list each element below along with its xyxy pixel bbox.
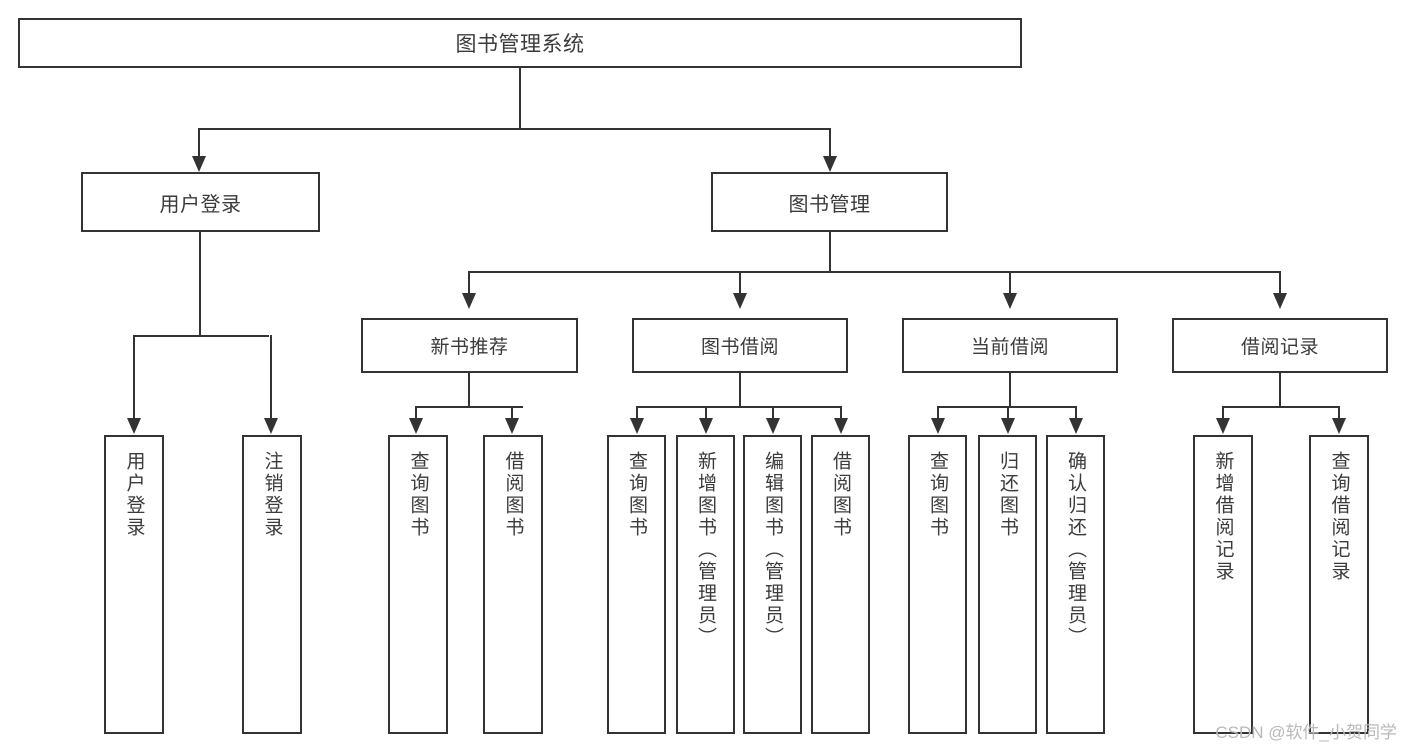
leaf-label: 确认归还（管理员）: [1065, 451, 1086, 649]
connector-bb-to-leaf-4: [840, 406, 842, 420]
leaf-borrow-record-1[interactable]: 新增借阅记录: [1193, 435, 1253, 734]
connector-br-to-leaf-2: [1338, 406, 1340, 420]
leaf-book-borrow-2[interactable]: 新增图书（管理员）: [676, 435, 735, 734]
connector-bm-to-lvl3-2: [739, 271, 741, 295]
leaf-book-borrow-3[interactable]: 编辑图书（管理员）: [743, 435, 802, 734]
arrow-cb-to-leaf-2: [1001, 418, 1015, 434]
node-new-book-recommend[interactable]: 新书推荐: [361, 318, 578, 373]
connector-bb-bar: [636, 406, 842, 408]
arrow-cb-to-leaf-1: [931, 418, 945, 434]
node-label: 图书管理: [788, 193, 871, 216]
leaf-label: 注销登录: [261, 451, 283, 539]
leaf-current-borrow-3[interactable]: 确认归还（管理员）: [1046, 435, 1105, 734]
connector-cb-to-leaf-1: [937, 406, 939, 420]
leaf-label: 查询图书: [927, 451, 948, 539]
arrow-cb-to-leaf-3: [1069, 418, 1083, 434]
arrow-user-login-to-leaf-1: [127, 418, 141, 434]
arrow-nbr-to-leaf-2: [505, 418, 519, 434]
connector-nbr-to-leaf-2: [511, 406, 513, 420]
leaf-borrow-record-2[interactable]: 查询借阅记录: [1309, 435, 1369, 734]
node-root-book-management-system[interactable]: 图书管理系统: [18, 18, 1022, 68]
arrow-user-login-to-leaf-2: [264, 418, 278, 434]
node-label: 用户登录: [159, 193, 242, 216]
node-current-borrow[interactable]: 当前借阅: [902, 318, 1118, 373]
leaf-book-borrow-4[interactable]: 借阅图书: [811, 435, 870, 734]
connector-cb-to-leaf-3: [1075, 406, 1077, 420]
connector-nbr-stem: [468, 373, 470, 407]
node-label: 新书推荐: [430, 337, 509, 358]
node-label: 借阅记录: [1240, 337, 1319, 358]
connector-bm-to-lvl3-3: [1009, 271, 1011, 295]
connector-user-login-stem: [199, 232, 201, 336]
arrow-bb-to-leaf-2: [699, 418, 713, 434]
leaf-label: 查询借阅记录: [1328, 451, 1350, 583]
arrow-bm-to-lvl3-2: [733, 293, 747, 309]
connector-cb-to-leaf-2: [1007, 406, 1009, 420]
connector-root-bar: [198, 128, 831, 130]
connector-bb-to-leaf-1: [636, 406, 638, 420]
arrow-br-to-leaf-1: [1216, 418, 1230, 434]
leaf-label: 借阅图书: [502, 451, 524, 539]
node-user-login[interactable]: 用户登录: [81, 172, 320, 232]
connector-nbr-bar: [415, 406, 523, 408]
leaf-label: 借阅图书: [830, 451, 851, 539]
connector-bm-to-lvl3-4: [1279, 271, 1281, 295]
arrow-bb-to-leaf-3: [766, 418, 780, 434]
node-borrow-record[interactable]: 借阅记录: [1172, 318, 1388, 373]
connector-user-login-to-leaf-1: [133, 335, 135, 420]
connector-cb-bar: [937, 406, 1076, 408]
arrow-bb-to-leaf-4: [834, 418, 848, 434]
connector-br-stem: [1279, 373, 1281, 407]
connector-user-login-bar: [133, 335, 269, 337]
connector-user-login-to-leaf-2: [270, 335, 272, 420]
connector-bb-to-leaf-2: [705, 406, 707, 420]
connector-root-stem: [519, 68, 521, 129]
connector-book-management-bar: [468, 271, 1281, 273]
leaf-label: 归还图书: [997, 451, 1018, 539]
connector-br-bar: [1222, 406, 1340, 408]
node-book-management[interactable]: 图书管理: [711, 172, 948, 232]
leaf-label: 用户登录: [123, 451, 145, 539]
leaf-label: 查询图书: [407, 451, 429, 539]
node-label: 图书管理系统: [455, 33, 585, 56]
connector-root-to-book-management: [829, 128, 831, 158]
leaf-book-borrow-1[interactable]: 查询图书: [607, 435, 666, 734]
connector-nbr-to-leaf-1: [415, 406, 417, 420]
leaf-label: 新增图书（管理员）: [695, 451, 716, 649]
leaf-label: 查询图书: [626, 451, 647, 539]
leaf-label: 新增借阅记录: [1212, 451, 1234, 583]
node-label: 图书借阅: [700, 337, 779, 358]
arrow-bm-to-lvl3-4: [1273, 293, 1287, 309]
node-book-borrow[interactable]: 图书借阅: [632, 318, 848, 373]
arrow-nbr-to-leaf-1: [409, 418, 423, 434]
leaf-current-borrow-2[interactable]: 归还图书: [978, 435, 1037, 734]
arrow-bb-to-leaf-1: [630, 418, 644, 434]
arrow-br-to-leaf-2: [1332, 418, 1346, 434]
leaf-current-borrow-1[interactable]: 查询图书: [908, 435, 967, 734]
leaf-user-login-1[interactable]: 用户登录: [104, 435, 164, 734]
arrow-root-to-user-login: [192, 156, 206, 172]
connector-bb-to-leaf-3: [772, 406, 774, 420]
leaf-new-book-recommend-1[interactable]: 查询图书: [388, 435, 448, 734]
connector-br-to-leaf-1: [1222, 406, 1224, 420]
connector-book-management-stem: [829, 232, 831, 272]
leaf-label: 编辑图书（管理员）: [762, 451, 783, 649]
connector-cb-stem: [1009, 373, 1011, 407]
connector-root-to-user-login: [198, 128, 200, 158]
connector-bm-to-lvl3-1: [468, 271, 470, 295]
arrow-bm-to-lvl3-1: [462, 293, 476, 309]
node-label: 当前借阅: [970, 337, 1049, 358]
connector-bb-stem: [739, 373, 741, 407]
arrow-root-to-book-management: [823, 156, 837, 172]
leaf-user-login-2[interactable]: 注销登录: [242, 435, 302, 734]
arrow-bm-to-lvl3-3: [1003, 293, 1017, 309]
leaf-new-book-recommend-2[interactable]: 借阅图书: [483, 435, 543, 734]
